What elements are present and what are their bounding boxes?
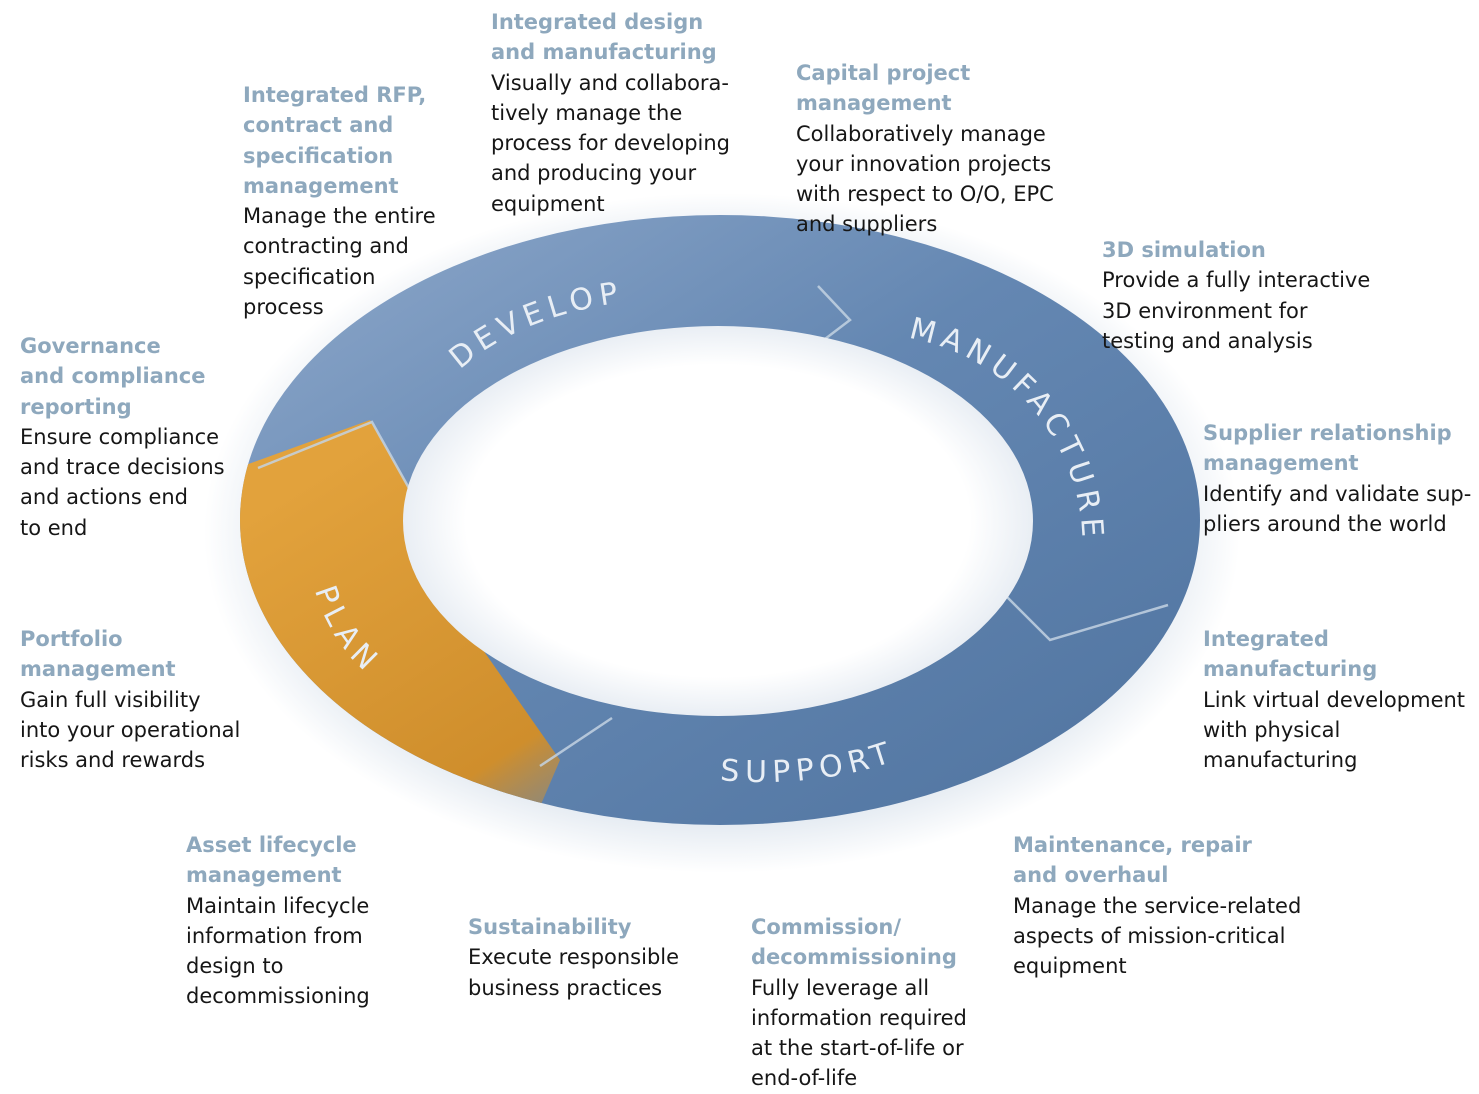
callout-text: Maintain lifecycle information from desi… [186,893,370,1009]
callout-portfolio: Portfolio management Gain full visibilit… [20,624,240,775]
callout-title: Sustainability [468,915,632,939]
segment-plan-fill [240,420,560,825]
callout-asset-lifecycle: Asset lifecycle management Maintain life… [186,830,370,1012]
callout-text: Provide a fully interactive 3D environme… [1102,268,1371,353]
callout-title: Supplier relationship management [1203,421,1452,476]
callout-integrated-manufacturing: Integrated manufacturing Link virtual de… [1203,624,1465,775]
callout-3d-simulation: 3D simulation Provide a fully interactiv… [1102,235,1370,356]
callout-title: Asset lifecycle management [186,833,357,888]
callout-title: Integrated design and manufacturing [491,10,717,65]
callout-maintenance: Maintenance, repair and overhaul Manage … [1013,830,1301,981]
callout-sustainability: Sustainability Execute responsible busin… [468,912,679,1003]
callout-text: Identify and validate sup- pliers around… [1203,481,1472,536]
callout-text: Manage the service-related aspects of mi… [1013,893,1302,979]
callout-text: Execute responsible business practices [468,945,680,1000]
callout-integrated-design: Integrated design and manufacturing Visu… [491,7,730,219]
callout-title: Integrated manufacturing [1203,627,1378,682]
callout-text: Manage the entire contracting and specif… [243,204,436,320]
callout-supplier-relationship: Supplier relationship management Identif… [1203,418,1471,539]
callout-title: Capital project management [796,61,971,116]
callout-title: Governance and compliance reporting [20,334,206,419]
callout-title: 3D simulation [1102,238,1266,262]
callout-text: Link virtual development with physical m… [1203,687,1466,773]
callout-title: Commission/ decommissioning [751,915,957,970]
callout-commission: Commission/ decommissioning Fully levera… [751,912,967,1094]
callout-title: Integrated RFP, contract and specificati… [243,83,427,198]
ring-hole [403,326,1033,716]
callout-integrated-rfp: Integrated RFP, contract and specificati… [243,80,436,322]
callout-text: Collaboratively manage your innovation p… [796,121,1054,237]
callout-capital-project: Capital project management Collaborative… [796,58,1054,240]
callout-text: Ensure compliance and trace decisions an… [20,424,225,540]
callout-text: Visually and collabora- tively manage th… [491,70,731,216]
callout-text: Fully leverage all information required … [751,975,967,1091]
callout-title: Maintenance, repair and overhaul [1013,833,1252,888]
callout-text: Gain full visibility into your operation… [20,687,241,773]
callout-title: Portfolio management [20,627,176,682]
callout-governance: Governance and compliance reporting Ensu… [20,331,225,543]
